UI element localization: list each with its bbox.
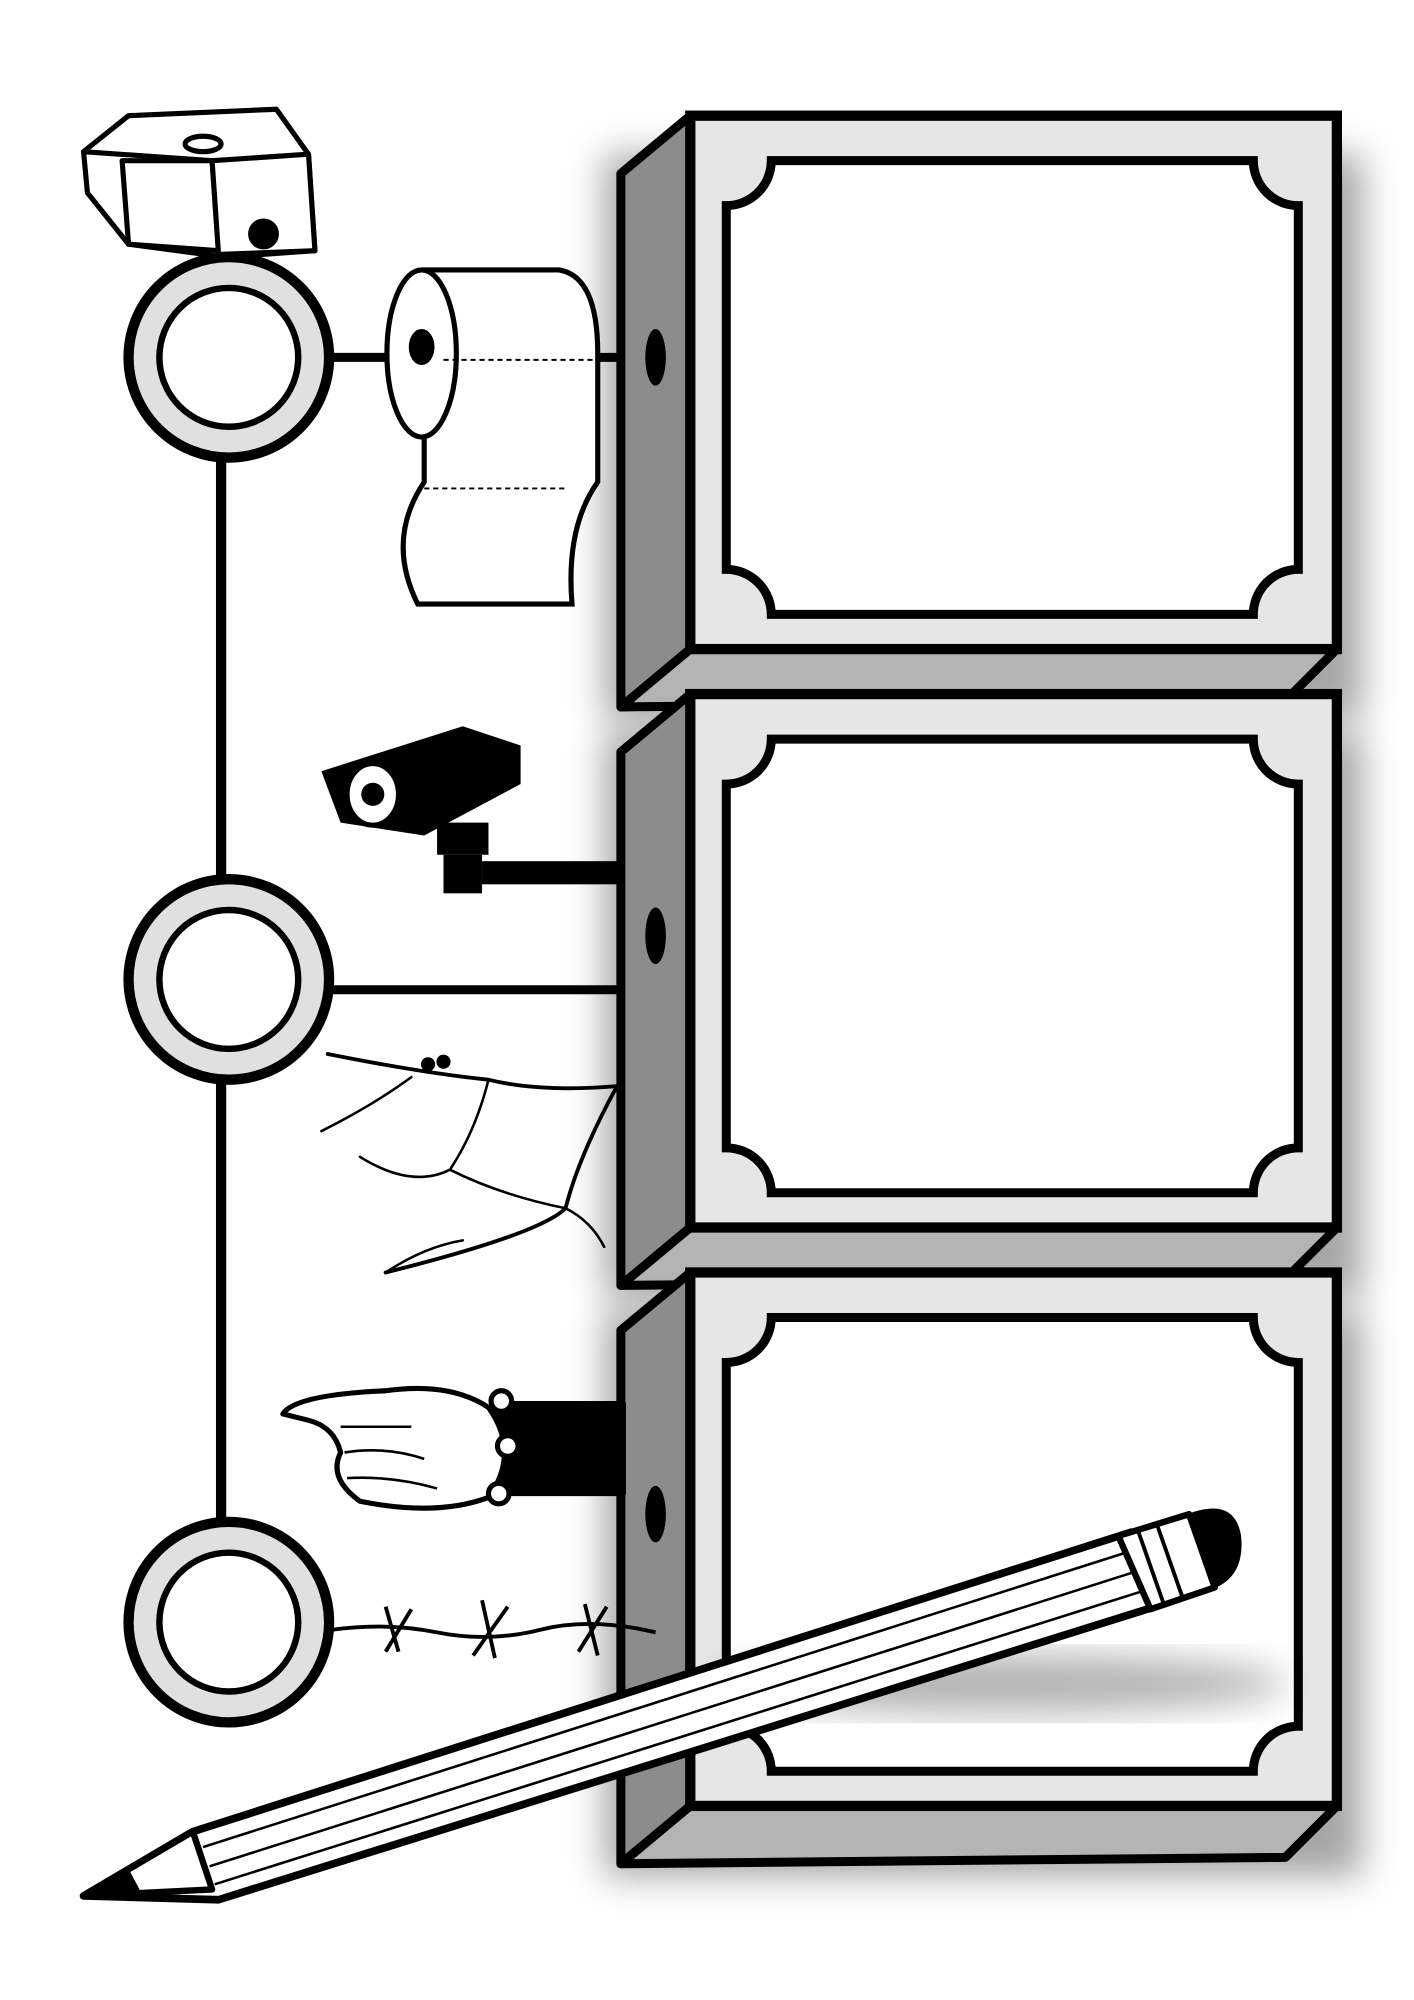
panel-box-2 [604,694,1362,1298]
timeline-node-1 [123,251,335,463]
toilet-paper-icon [384,267,601,607]
panel-box-1 [604,116,1362,720]
pointing-hand-icon [280,1385,627,1511]
timeline-node-3 [123,1516,335,1728]
timeline-node-2 [123,874,335,1085]
pencil-sharpener-icon [80,106,318,260]
panel-box-3 [604,1272,1362,1876]
barbed-wire-icon [331,1599,657,1659]
tree-branch-icon [320,1052,619,1275]
security-camera-icon [321,726,624,894]
pencil-icon [79,1508,1287,1904]
